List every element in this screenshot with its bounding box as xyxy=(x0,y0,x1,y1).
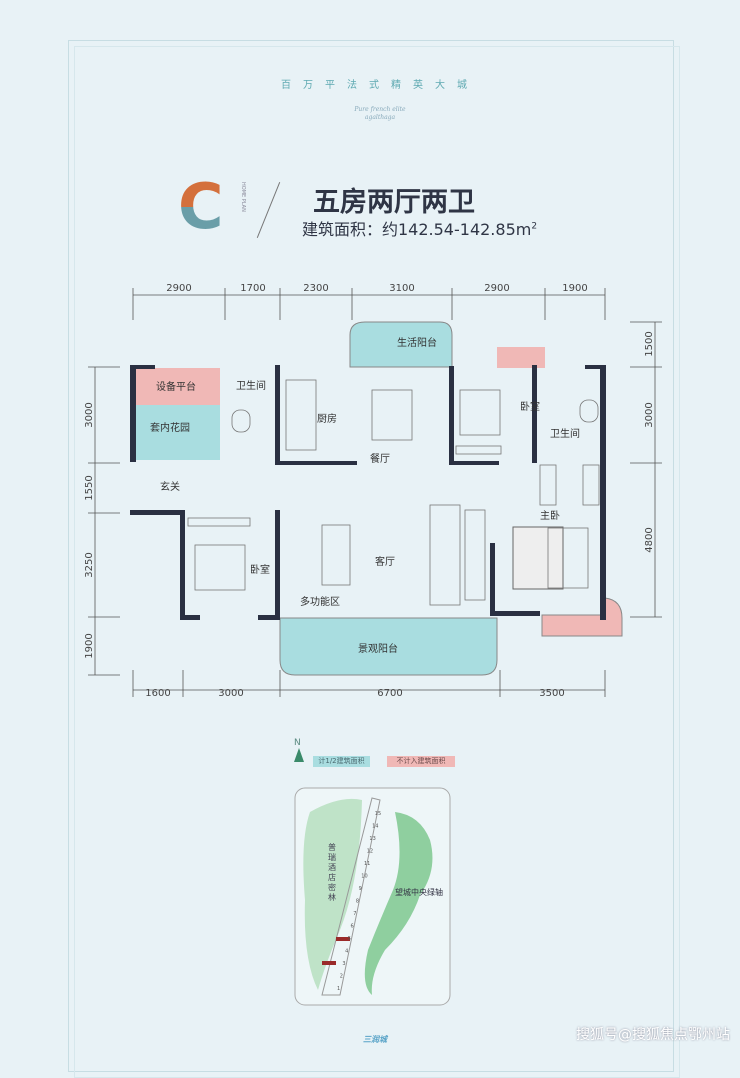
type-vertical-label: HOME PLAN xyxy=(240,182,246,212)
green-axis-label: 望城中央绿轴 xyxy=(395,887,443,897)
dim-top: 3100 xyxy=(389,283,414,294)
walls xyxy=(130,365,606,620)
building-number: 7 xyxy=(353,911,356,917)
label-utility-balcony: 生活阳台 xyxy=(397,336,437,349)
dim-bottom: 3000 xyxy=(218,688,243,699)
forest-area xyxy=(303,798,362,990)
label-bedroom-sw: 卧室 xyxy=(250,563,270,576)
dim-bottom: 1600 xyxy=(145,688,170,699)
highlight-building xyxy=(322,961,336,965)
slogan: 百万平法式精英大城 xyxy=(281,80,479,91)
area-sup: 2 xyxy=(531,221,538,232)
subtitle-line-1: Pure french elite xyxy=(354,106,406,113)
plan-title: 五房两厅两卫 xyxy=(313,187,475,218)
floor-plan: 设备平台 套内花园 卫生间 厨房 生活阳台 餐厅 卧室 卫生间 玄关 主卧 客厅… xyxy=(84,283,662,1006)
dim-left: 1900 xyxy=(84,633,95,658)
building-number: 11 xyxy=(364,861,370,867)
type-letter: C xyxy=(178,170,224,243)
building-number: 5 xyxy=(348,936,351,942)
north-arrow: N xyxy=(294,738,304,762)
forest-label-text: 普瑞酒店密林 xyxy=(328,842,336,902)
north-label: N xyxy=(294,738,301,748)
label-view-balcony: 景观阳台 xyxy=(358,642,398,655)
view-balcony xyxy=(279,617,498,676)
dim-top: 2900 xyxy=(166,283,191,294)
building-number: 13 xyxy=(369,836,375,842)
green-axis xyxy=(364,812,433,995)
dim-left: 3000 xyxy=(84,402,95,427)
rug xyxy=(512,526,564,590)
label-master: 主卧 xyxy=(540,509,560,522)
building-number: 1 xyxy=(337,986,340,992)
building-strip xyxy=(321,797,381,996)
dim-top: 1900 xyxy=(562,283,587,294)
highlight-building xyxy=(336,937,350,941)
dim-top: 2300 xyxy=(303,283,328,294)
label-multi: 多功能区 xyxy=(300,595,340,608)
label-bedroom-ne: 卧室 xyxy=(520,400,540,413)
watermark: 搜狐号@搜狐焦点鄂州站 xyxy=(576,1027,730,1043)
dim-top: 2900 xyxy=(484,283,509,294)
building-number: 8 xyxy=(356,899,359,905)
label-living: 客厅 xyxy=(375,555,395,568)
forest-label: 普瑞酒店密林 xyxy=(328,842,336,902)
building-number: 3 xyxy=(342,961,345,967)
dim-bottom: 3500 xyxy=(539,688,564,699)
building-number: 4 xyxy=(345,949,348,955)
dim-right: 3000 xyxy=(644,402,655,427)
subtitle-line-2: agalthaga xyxy=(364,114,396,121)
label-entry: 玄关 xyxy=(160,480,180,493)
master-bay xyxy=(541,597,623,637)
area-text: 建筑面积：约142.54-142.85m xyxy=(302,220,532,239)
ne-bay-excluded xyxy=(497,347,545,368)
north-arrow-icon xyxy=(294,748,304,762)
equipment-platform xyxy=(136,368,220,405)
dim-top: 1700 xyxy=(240,283,265,294)
label-dining: 餐厅 xyxy=(370,452,390,465)
dim-bottom: 6700 xyxy=(377,688,402,699)
brand-logo: 三润城 xyxy=(363,1035,387,1044)
legend-half-area: 计1/2建筑面积 xyxy=(313,756,370,767)
building-number: 9 xyxy=(359,886,362,892)
dim-right: 1500 xyxy=(644,331,655,356)
building-number: 15 xyxy=(375,811,381,817)
room-labels: 设备平台 套内花园 卫生间 厨房 生活阳台 餐厅 卧室 卫生间 玄关 主卧 客厅… xyxy=(150,336,580,655)
furniture xyxy=(187,379,600,606)
dim-left: 3250 xyxy=(84,552,95,577)
utility-balcony xyxy=(349,321,453,368)
legend-excluded: 不计入建筑面积 xyxy=(387,756,455,767)
building-number: 12 xyxy=(367,849,373,855)
label-bath2: 卫生间 xyxy=(550,427,580,440)
dim-left: 1550 xyxy=(84,475,95,500)
label-bath1: 卫生间 xyxy=(236,379,266,392)
label-garden: 套内花园 xyxy=(150,421,190,434)
building-number: 2 xyxy=(340,974,343,980)
dimension-labels: 2900 1700 2300 3100 2900 1900 1600 3000 … xyxy=(84,283,655,699)
dimension-lines xyxy=(88,288,662,697)
building-number: 6 xyxy=(351,924,354,930)
building-number: 14 xyxy=(372,824,378,830)
label-equipment: 设备平台 xyxy=(156,380,196,393)
label-kitchen: 厨房 xyxy=(317,412,337,425)
dim-right: 4800 xyxy=(644,527,655,552)
building-number: 10 xyxy=(361,874,367,880)
area-label: 建筑面积：约142.54-142.85m2 xyxy=(302,216,537,240)
garden xyxy=(136,405,220,460)
